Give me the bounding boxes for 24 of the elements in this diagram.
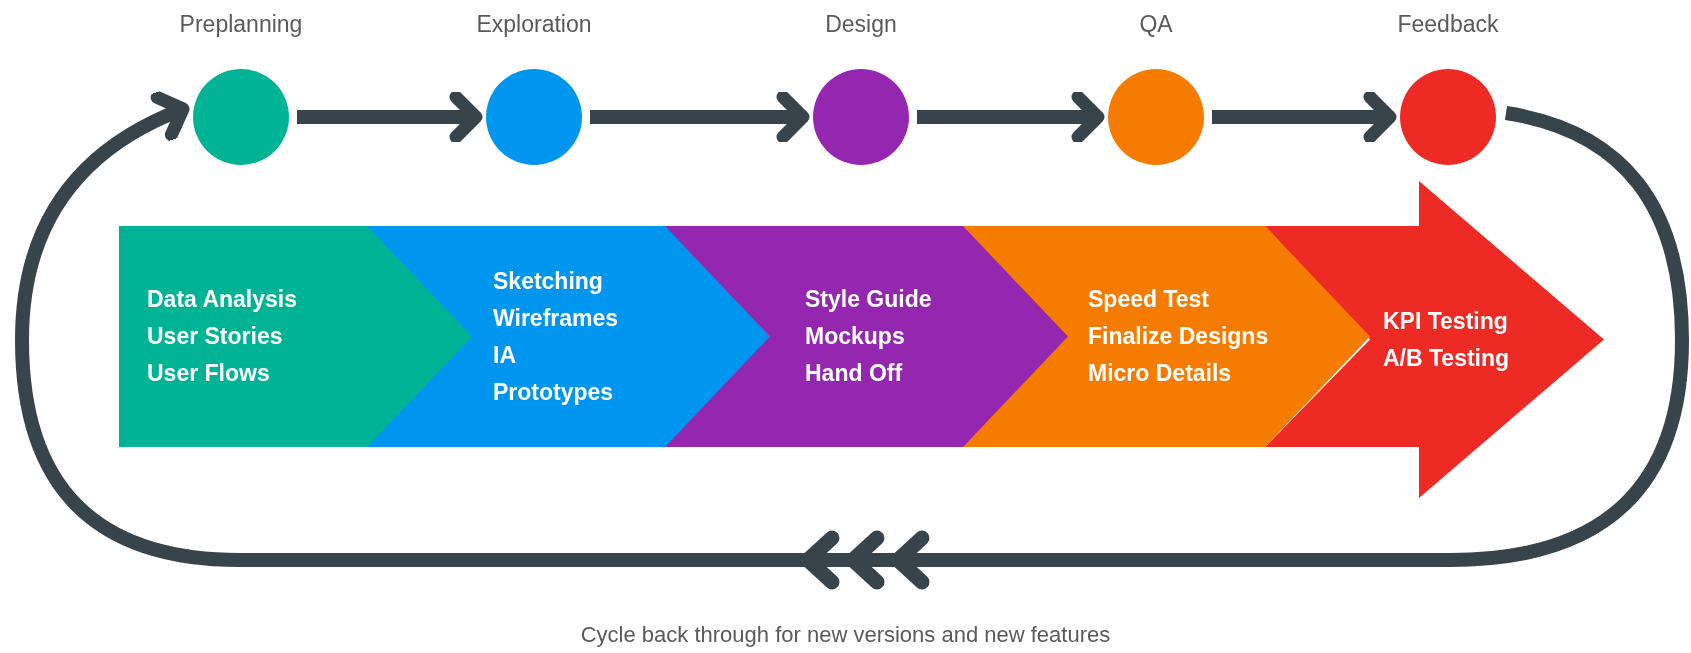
task-item: KPI Testing [1383, 306, 1509, 336]
task-item: Hand Off [805, 359, 904, 388]
stage-heading: QA [1139, 11, 1173, 37]
task-item: A/B Testing [1383, 343, 1511, 373]
task-item: IA [493, 340, 517, 370]
stage-heading: Design [825, 11, 897, 37]
task-item: Prototypes [493, 377, 615, 407]
task-item: Speed Test [1088, 285, 1210, 314]
arrow [590, 90, 810, 144]
task-item: Data Analysis [147, 285, 298, 314]
arrow [917, 90, 1105, 144]
task-item: Micro Details [1088, 359, 1233, 388]
arrow [1212, 90, 1397, 144]
task-item: Sketching [493, 266, 604, 296]
task-item: User Flows [147, 359, 271, 388]
caption: Cycle back through for new versions and new features [579, 622, 1112, 648]
task-item: User Stories [147, 322, 284, 351]
stage-heading: Feedback [1397, 11, 1499, 37]
task-item: Mockups [805, 322, 906, 351]
stage-heading: Preplanning [179, 11, 303, 37]
stage-heading: Exploration [476, 11, 592, 37]
task-item: Wireframes [493, 303, 620, 333]
arrow [297, 90, 483, 144]
task-item: Style Guide [805, 285, 933, 314]
